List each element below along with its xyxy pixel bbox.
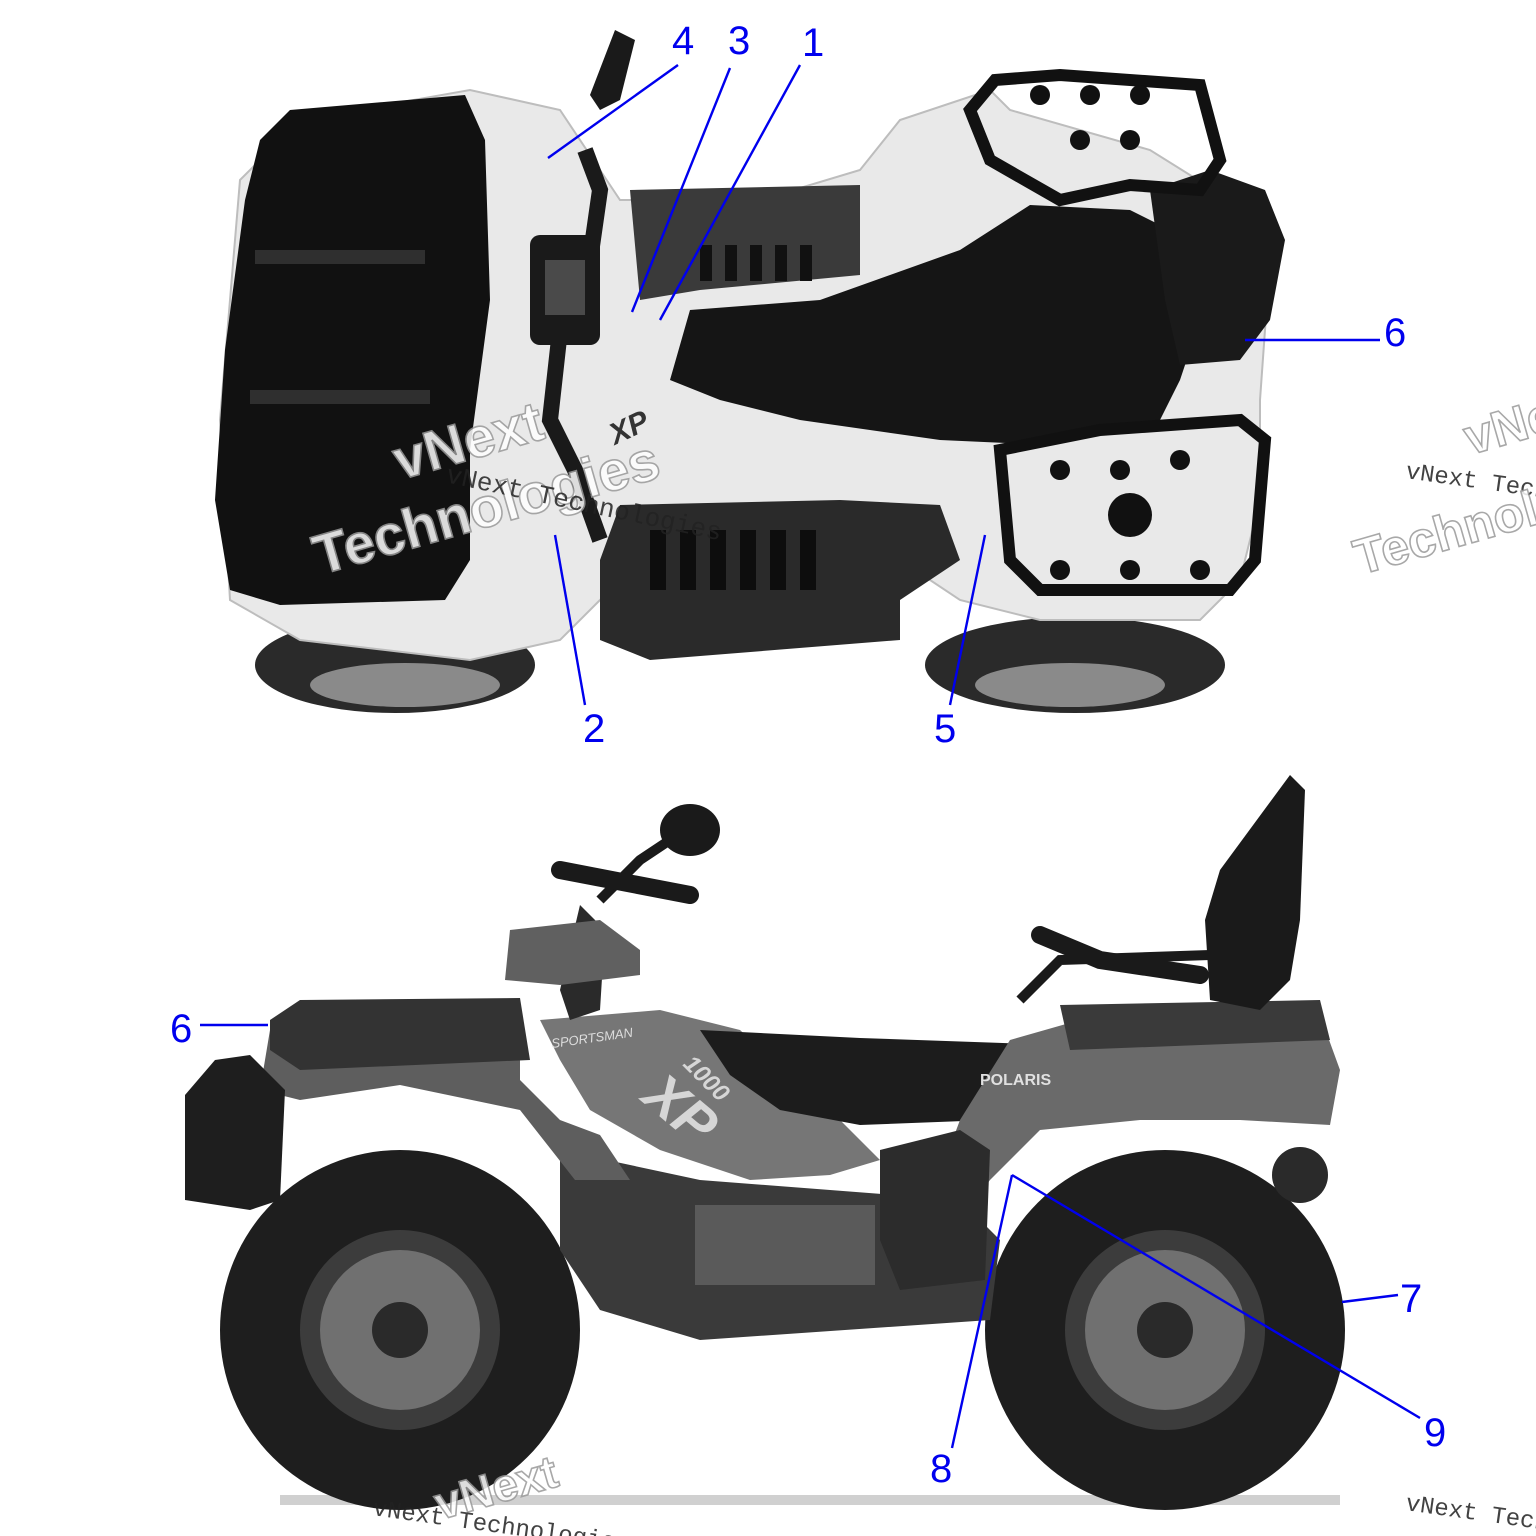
side-body-panel [540,1010,880,1180]
callout-6-top: 6 [1384,311,1406,355]
atv-top-view: XP [215,30,1285,713]
side-rear-rack [1060,1000,1330,1050]
side-front-hub [372,1302,428,1358]
side-rear-hub [1137,1302,1193,1358]
atv-side-view: SPORTSMAN XP 1000 POLARIS [185,775,1345,1510]
side-headlight-pod [505,920,640,985]
top-rear-rack-lower-bolts [1050,450,1210,580]
leader-9 [1011,1173,1421,1420]
leader-1 [658,64,802,321]
side-ground-shadow [280,1495,1340,1505]
side-engine [695,1205,875,1285]
watermark-right-vnext: vNext [1458,374,1536,465]
side-seat-brand-decal: POLARIS [980,1072,1051,1089]
leader-lines [200,64,1421,1449]
top-rear-rack-bolts [1030,85,1150,150]
top-front-rack [215,95,490,605]
callout-2: 2 [583,707,605,751]
callout-9: 9 [1424,1411,1446,1455]
top-engine-vents [700,245,812,281]
side-mirror [660,804,720,856]
top-front-rack-detail [255,250,425,264]
side-seat [700,1030,1060,1125]
callout-7: 7 [1400,1277,1422,1321]
side-backrest [1205,775,1305,1010]
top-seat [670,205,1200,445]
callout-labels: 1 2 3 4 5 6 6 7 8 9 [170,19,1446,1491]
top-mirror [590,30,635,110]
callout-4: 4 [672,19,694,63]
side-tail-light [1272,1147,1328,1203]
top-rear-rack-upper [963,68,1227,207]
leader-7 [1341,1293,1399,1304]
leader-2 [553,534,587,706]
side-rear-fender [930,1015,1340,1220]
top-front-rim [310,663,500,707]
callout-5: 5 [934,707,956,751]
callout-6-side: 6 [170,1007,192,1051]
leader-8 [950,1174,1014,1449]
side-grip [551,861,699,904]
top-backrest [1150,170,1285,365]
side-footwell [880,1130,990,1290]
callout-1: 1 [802,21,824,65]
top-gauge-screen [545,260,585,315]
side-front-rack [270,998,530,1070]
leader-4 [547,64,679,159]
callout-3: 3 [728,19,750,63]
top-front-rack-detail [250,390,430,404]
top-lower-vents [650,530,816,590]
top-rear-rack-lower [993,413,1272,596]
side-rear-frame [1016,950,1211,1004]
side-front-bumper [185,1055,285,1210]
callout-8: 8 [930,1447,952,1491]
leader-3 [630,67,732,313]
watermark-bottom-right-small: vNext Technologies [1404,1491,1536,1536]
leader-5 [948,534,987,706]
top-rear-rim [975,663,1165,707]
